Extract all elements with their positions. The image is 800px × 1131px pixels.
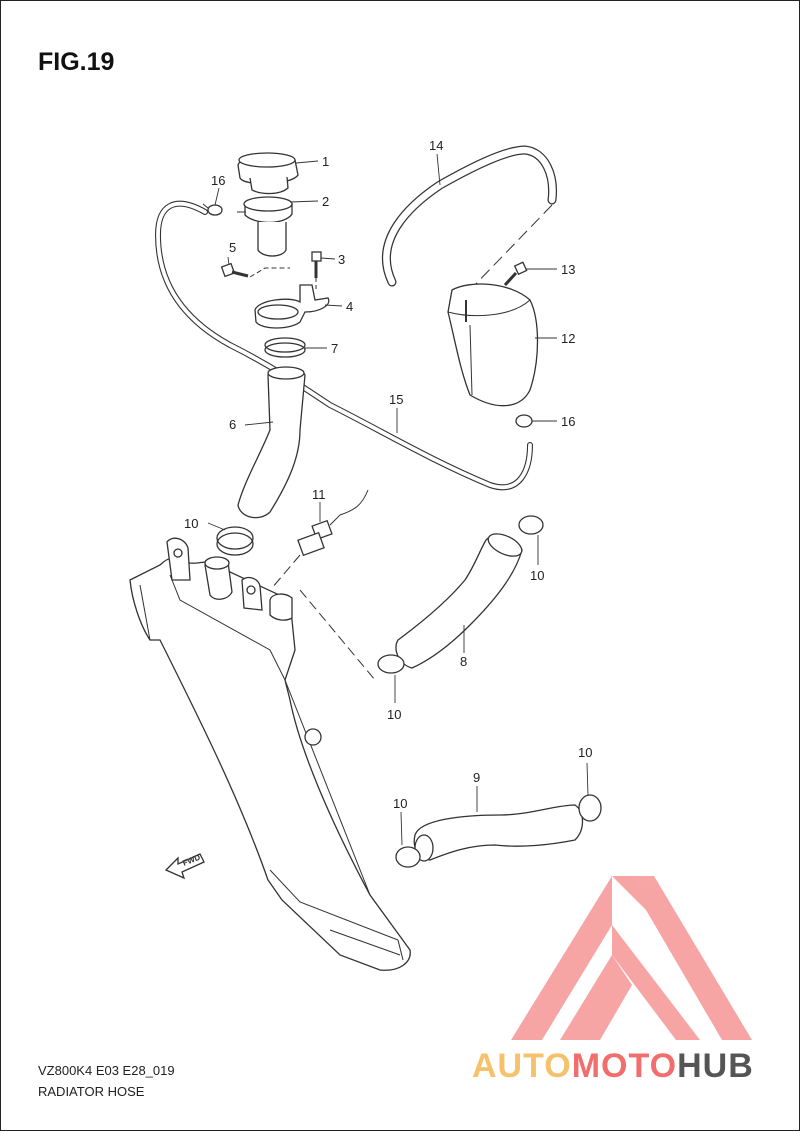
radiator-body: [129, 537, 411, 971]
part-4-bracket: [254, 284, 330, 329]
callout-13: 13: [561, 262, 575, 277]
figure-caption: RADIATOR HOSE: [38, 1084, 145, 1099]
part-14-breather-hose: [382, 145, 558, 287]
callout-16-top: 16: [211, 173, 225, 188]
leader-14-to-tank: [469, 204, 553, 291]
callout-16-right: 16: [561, 414, 575, 429]
callout-1: 1: [322, 154, 329, 169]
callout-12: 12: [561, 331, 575, 346]
callout-8: 8: [460, 654, 467, 669]
callout-2: 2: [322, 194, 329, 209]
callout-10-hose-8-upper: 10: [530, 568, 544, 583]
part-10-hose-clamp-8-lower: [377, 654, 405, 674]
callout-10-radiator-clamp: 10: [184, 516, 198, 531]
model-code: VZ800K4 E03 E28_019: [38, 1063, 175, 1078]
watermark-part-3: HUB: [677, 1047, 754, 1085]
callout-14: 14: [429, 138, 443, 153]
callout-9: 9: [473, 770, 480, 785]
callout-10-hose-9-left: 10: [393, 796, 407, 811]
callout-6: 6: [229, 417, 236, 432]
watermark-logo: [511, 876, 752, 1040]
part-9-radiator-hose: [413, 804, 584, 862]
callout-leader-lines: [207, 153, 589, 846]
figure-title: FIG.19: [38, 48, 115, 76]
watermark-part-1: AUTO: [472, 1047, 572, 1085]
watermark-text: AUTOMOTOHUB: [472, 1047, 754, 1086]
part-3-bolt: [311, 251, 322, 292]
part-11-thermo-switch: [271, 489, 369, 589]
part-10-hose-clamp-radiator: [216, 526, 254, 556]
leader-radiator-to-hose-8: [299, 589, 376, 681]
part-5-bolt: [220, 262, 290, 278]
part-10-hose-clamp-9-right: [578, 794, 602, 822]
part-6-upper-radiator-hose: [237, 366, 306, 519]
callout-labels: 1 2 3 4 5 6 7 8 9 10 10 10 10 10 11 12 1…: [184, 138, 592, 811]
part-13-screw: [503, 261, 528, 287]
callout-10-hose-9-right: 10: [578, 745, 592, 760]
part-8-radiator-hose: [395, 533, 523, 669]
callout-7: 7: [331, 341, 338, 356]
callout-5: 5: [229, 240, 236, 255]
callout-4: 4: [346, 299, 353, 314]
callout-11: 11: [312, 487, 326, 502]
part-16-hose-clamp-right: [515, 414, 533, 428]
callout-3: 3: [338, 252, 345, 267]
watermark-part-2: MOTO: [571, 1047, 678, 1085]
fwd-arrow-icon: FWD: [164, 853, 205, 880]
part-10-hose-clamp-8-upper: [518, 515, 544, 535]
part-2-filler-neck: [237, 196, 293, 257]
part-1-radiator-cap: [237, 152, 299, 195]
part-10-hose-clamp-9-left: [395, 846, 421, 868]
callout-15: 15: [389, 392, 403, 407]
callout-10-hose-8-lower: 10: [387, 707, 401, 722]
part-12-reservoir-tank: [447, 283, 539, 407]
part-7-hose-clamp: [264, 337, 306, 358]
